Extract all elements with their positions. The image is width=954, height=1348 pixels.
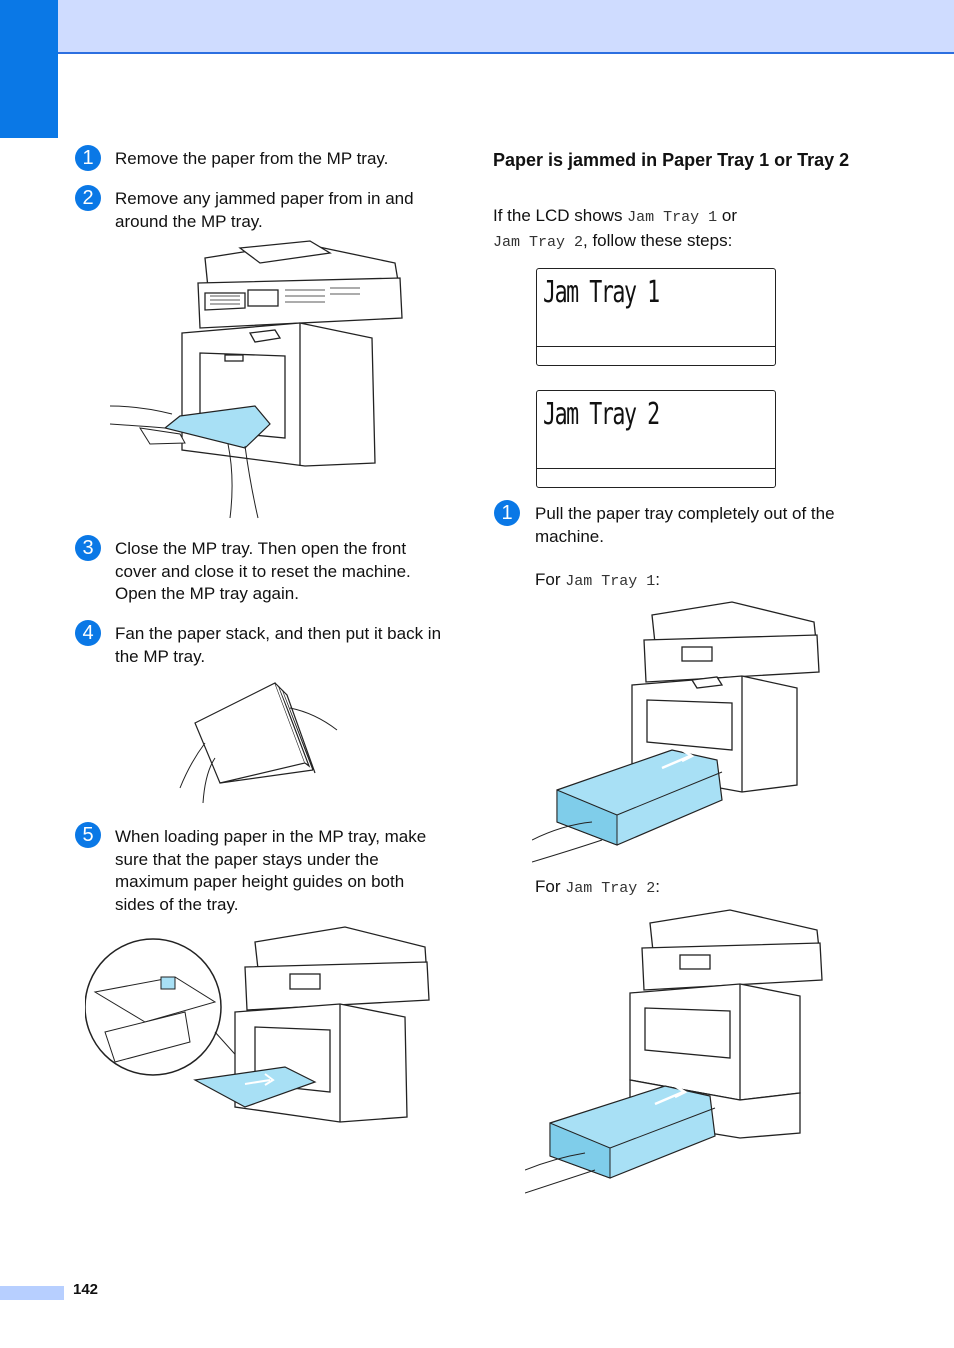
- for-prefix: For: [535, 570, 566, 589]
- lcd-screen-1: Jam Tray 1: [536, 268, 776, 366]
- for-suffix: :: [655, 570, 660, 589]
- load-mp-tray-illustration: [85, 926, 430, 1123]
- header-bar: [0, 0, 954, 54]
- step-text-2: Remove any jammed paper from in and arou…: [115, 189, 414, 231]
- right-step-text-1: Pull the paper tray completely out of th…: [535, 504, 835, 546]
- for-prefix: For: [535, 877, 566, 896]
- pull-tray-1-illustration: [532, 601, 820, 863]
- lcd-divider: [537, 468, 775, 469]
- step-text-1: Remove the paper from the MP tray.: [115, 149, 389, 168]
- for-code: Jam Tray 1: [565, 573, 656, 590]
- step-badge-4: 4: [75, 620, 101, 646]
- step-text-3: Close the MP tray. Then open the front c…: [115, 539, 411, 603]
- lcd-screen-2: Jam Tray 2: [536, 390, 776, 488]
- for-label-tray-1: For Jam Tray 1:: [535, 570, 660, 590]
- lcd-text-2: Jam Tray 2: [543, 397, 660, 432]
- intro-code-2: Jam Tray 2: [493, 233, 584, 251]
- lcd-text-1: Jam Tray 1: [543, 275, 660, 310]
- page-number: 142: [73, 1281, 99, 1298]
- for-code: Jam Tray 2: [565, 880, 656, 897]
- intro-suffix: , follow these steps:: [583, 230, 733, 250]
- step-badge-3: 3: [75, 535, 101, 561]
- for-label-tray-2: For Jam Tray 2:: [535, 877, 660, 897]
- pull-tray-2-illustration: [525, 909, 823, 1194]
- fan-paper-stack-illustration: [179, 682, 338, 804]
- step-text-4: Fan the paper stack, and then put it bac…: [115, 624, 442, 666]
- intro-code-1: Jam Tray 1: [627, 209, 718, 226]
- for-suffix: :: [655, 877, 660, 896]
- intro-prefix: If the LCD shows: [493, 206, 628, 225]
- intro-mid: or: [717, 206, 738, 225]
- chapter-tab: [0, 0, 58, 138]
- step-badge-1: 1: [75, 145, 101, 171]
- lcd-divider: [537, 346, 775, 347]
- footer-tab: [0, 1286, 64, 1300]
- section-heading: Paper is jammed in Paper Tray 1 or Tray …: [493, 150, 850, 170]
- step-badge-5: 5: [75, 822, 101, 848]
- printer-mp-tray-jam-illustration: [110, 240, 403, 519]
- step-text-5: When loading paper in the MP tray, make …: [115, 827, 427, 914]
- right-step-badge-1: 1: [494, 500, 520, 526]
- step-badge-2: 2: [75, 185, 101, 211]
- intro-text: If the LCD shows Jam Tray 1 or Jam Tray …: [493, 205, 893, 254]
